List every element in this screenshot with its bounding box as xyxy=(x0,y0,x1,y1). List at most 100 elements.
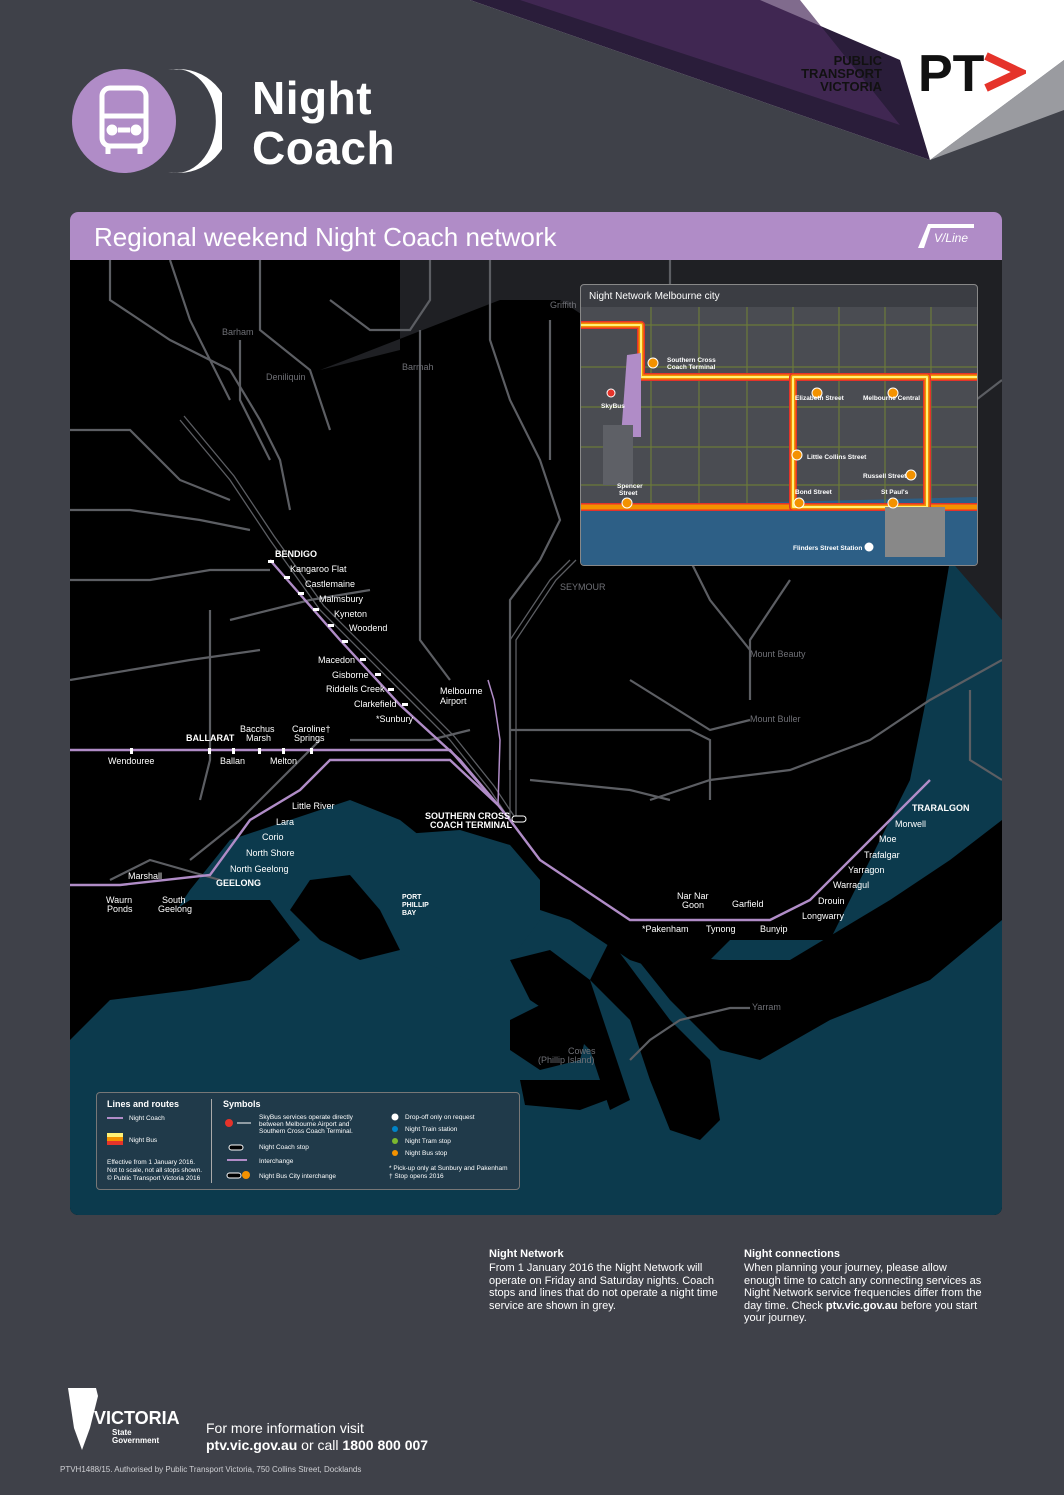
stop-ballan[interactable]: Ballan xyxy=(220,756,246,766)
inset-map xyxy=(581,307,977,565)
legend-footnote-2: † Stop opens 2016 xyxy=(389,1173,444,1180)
ptv-arrow-icon xyxy=(984,52,1026,92)
stop-marshall[interactable]: Marshall xyxy=(128,871,163,881)
legend-dot-icons xyxy=(391,1113,399,1156)
stop-drouin[interactable]: Drouin xyxy=(818,896,845,906)
stop-gisborne[interactable]: Gisborne xyxy=(332,670,369,680)
place-griffith: Griffith xyxy=(550,300,577,310)
stop-traralgon[interactable]: TRARALGON xyxy=(912,803,970,813)
stop-sunbury[interactable]: *Sunbury xyxy=(376,714,414,724)
ptv-word-2: TRANSPORT xyxy=(801,66,882,81)
stop-caroline-springs-1[interactable]: Caroline† xyxy=(292,724,331,734)
inset-stop-melbourne-central[interactable]: Melbourne Central xyxy=(863,395,921,402)
more-info-line1: For more information visit xyxy=(206,1420,364,1436)
legend-interchange: Interchange xyxy=(259,1158,294,1165)
stop-waurn-ponds-2[interactable]: Ponds xyxy=(107,904,133,914)
stop-caroline-springs-2[interactable]: Springs xyxy=(294,733,325,743)
place-mount-beauty: Mount Beauty xyxy=(750,649,806,659)
stop-melbourne-airport-2[interactable]: Airport xyxy=(440,696,467,706)
stop-ballarat[interactable]: BALLARAT xyxy=(186,733,235,743)
map-legend: Lines and routes Night Coach Night Bus E… xyxy=(96,1092,520,1190)
stop-corio[interactable]: Corio xyxy=(262,832,284,842)
legend-effective-2: Not to scale, not all stops shown. xyxy=(107,1167,203,1174)
stop-kangaroo-flat[interactable]: Kangaroo Flat xyxy=(290,564,347,574)
inset-stop-flinders-street[interactable]: Flinders Street Station xyxy=(793,545,863,552)
night-coach-logo xyxy=(72,69,222,173)
stop-melbourne-airport-1[interactable]: Melbourne xyxy=(440,686,483,696)
inset-stop-elizabeth-street[interactable]: Elizabeth Street xyxy=(795,395,844,402)
legend-symbols-icons xyxy=(225,1119,251,1179)
ptv-link[interactable]: ptv.vic.gov.au xyxy=(825,1299,898,1312)
more-info-line2: ptv.vic.gov.au or call 1800 800 007 xyxy=(206,1437,429,1453)
bay-label-2: PHILLIP xyxy=(402,902,429,909)
ptv-mark: PT xyxy=(918,45,985,103)
stop-geelong[interactable]: GEELONG xyxy=(216,878,262,888)
stop-longwarry[interactable]: Longwarry xyxy=(802,911,845,921)
stop-garfield[interactable]: Garfield xyxy=(732,899,764,909)
place-yarram: Yarram xyxy=(752,1002,781,1012)
stop-trafalgar[interactable]: Trafalgar xyxy=(864,850,900,860)
stop-macedon[interactable]: Macedon xyxy=(318,655,356,665)
stop-wendouree[interactable]: Wendouree xyxy=(108,756,155,766)
inset-stop-skybus[interactable]: SkyBus xyxy=(601,403,625,410)
stop-clarkefield[interactable]: Clarkefield xyxy=(354,699,397,709)
stop-north-geelong[interactable]: North Geelong xyxy=(230,864,289,874)
stop-yarragon[interactable]: Yarragon xyxy=(848,865,885,875)
inset-title: Night Network Melbourne city xyxy=(589,291,720,302)
night-connections-body: When planning your journey, please allow… xyxy=(744,1262,982,1324)
stop-tynong[interactable]: Tynong xyxy=(706,924,736,934)
stop-nar-nar-goon-2[interactable]: Goon xyxy=(682,900,705,910)
stop-bendigo[interactable]: BENDIGO xyxy=(275,549,318,559)
stop-bunyip[interactable]: Bunyip xyxy=(760,924,788,934)
stop-bacchus-marsh-2[interactable]: Marsh xyxy=(246,733,272,743)
more-info-phone[interactable]: 1800 800 007 xyxy=(342,1437,429,1453)
stop-woodend[interactable]: Woodend xyxy=(349,623,388,633)
stop-nar-nar-goon-1[interactable]: Nar Nar xyxy=(677,891,709,901)
legend-tram-stop: Night Tram stop xyxy=(405,1138,451,1145)
more-info-site[interactable]: ptv.vic.gov.au xyxy=(206,1437,298,1453)
victoria-state-government-logo: VICTORIA State Government xyxy=(68,1388,180,1450)
stop-pakenham[interactable]: *Pakenham xyxy=(642,924,689,934)
legend-night-coach: Night Coach xyxy=(129,1115,165,1122)
legend-bus-stop: Night Bus stop xyxy=(405,1150,448,1157)
stop-morwell[interactable]: Morwell xyxy=(895,819,927,829)
stop-southern-cross-1[interactable]: SOUTHERN CROSS xyxy=(425,811,511,821)
inset-stop-bond-street[interactable]: Bond Street xyxy=(795,489,832,496)
stop-southern-cross-2[interactable]: COACH TERMINAL xyxy=(430,820,512,830)
place-seymour: SEYMOUR xyxy=(560,582,606,592)
place-deniliquin: Deniliquin xyxy=(266,372,306,382)
south-gippsland xyxy=(630,820,1002,1060)
stop-melton[interactable]: Melton xyxy=(270,756,298,766)
stop-kyneton[interactable]: Kyneton xyxy=(334,609,368,619)
port-phillip-bay xyxy=(330,830,540,980)
page-title-line1: Night xyxy=(252,72,373,124)
night-connections-heading: Night connections xyxy=(744,1248,840,1260)
stop-lara[interactable]: Lara xyxy=(276,817,295,827)
map-panel: Regional weekend Night Coach network V/L… xyxy=(70,212,1002,1215)
place-cowes-sub: (Phillip Island) xyxy=(538,1055,595,1065)
authorised-footer: PTVH1488/15. Authorised by Public Transp… xyxy=(60,1465,362,1474)
legend-train-station: Night Train station xyxy=(405,1126,458,1133)
stop-waurn-ponds-1[interactable]: Waurn xyxy=(106,895,133,905)
stop-north-shore[interactable]: North Shore xyxy=(246,848,295,858)
stop-little-river[interactable]: Little River xyxy=(292,801,335,811)
inset-stop-southern-cross-2[interactable]: Coach Terminal xyxy=(667,364,716,371)
inset-stop-southern-cross-1[interactable]: Southern Cross xyxy=(667,357,716,364)
stop-bacchus-marsh-1[interactable]: Bacchus xyxy=(240,724,275,734)
stop-castlemaine[interactable]: Castlemaine xyxy=(305,579,356,589)
inset-stop-spencer-2[interactable]: Street xyxy=(619,490,638,497)
inset-stop-spencer-1[interactable]: Spencer xyxy=(617,483,643,490)
inset-stop-little-collins[interactable]: Little Collins Street xyxy=(807,454,867,461)
stop-riddells-creek[interactable]: Riddells Creek xyxy=(326,684,385,694)
phillip-island xyxy=(520,1080,620,1110)
stop-south-geelong-1[interactable]: South xyxy=(162,895,186,905)
inset-stop-russell-street[interactable]: Russell Street xyxy=(863,473,907,480)
stop-moe[interactable]: Moe xyxy=(879,834,897,844)
stop-malmsbury[interactable]: Malmsbury xyxy=(319,594,364,604)
legend-footnote-1: * Pick-up only at Sunbury and Pakenham xyxy=(389,1165,508,1172)
stop-warragul[interactable]: Warragul xyxy=(833,880,870,890)
legend-effective-1: Effective from 1 January 2016. xyxy=(107,1159,196,1166)
stop-south-geelong-2[interactable]: Geelong xyxy=(158,904,193,914)
inset-stop-st-pauls[interactable]: St Paul's xyxy=(881,489,909,496)
header-corner-graphic xyxy=(470,0,1064,160)
